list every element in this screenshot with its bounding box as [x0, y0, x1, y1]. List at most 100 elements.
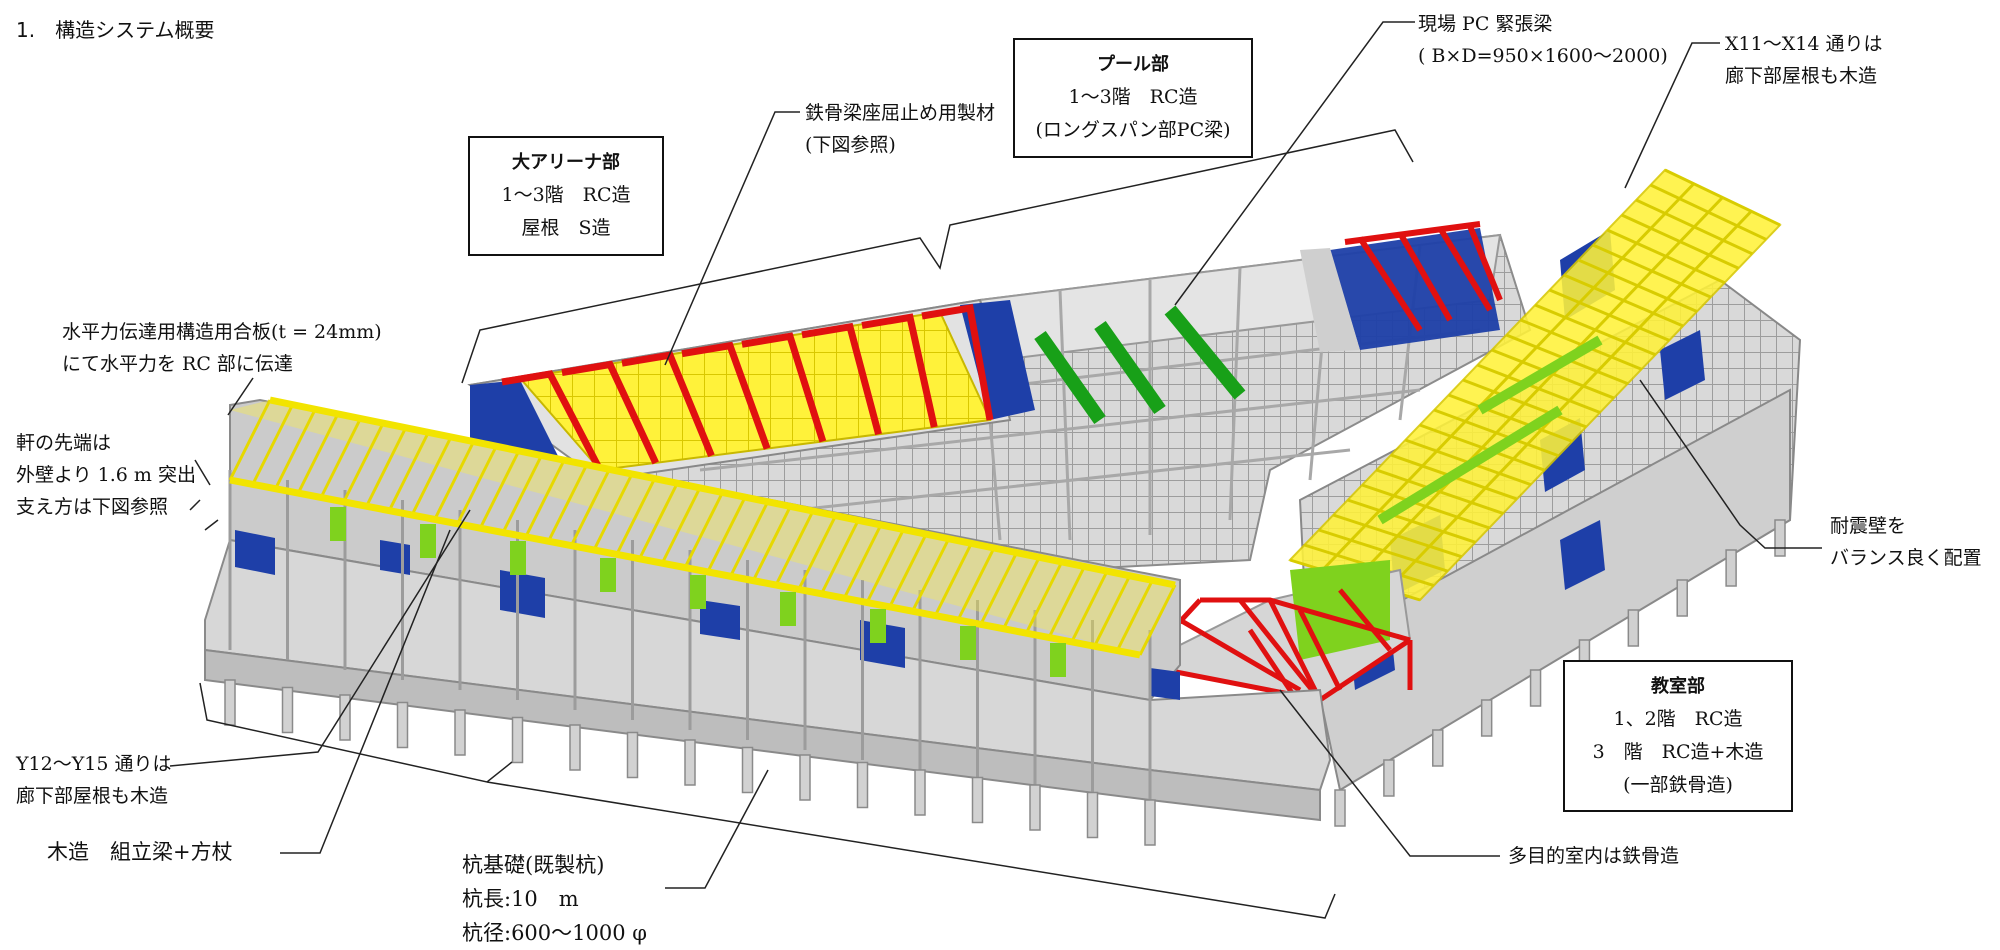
plywood-panel — [1050, 643, 1066, 677]
pile — [626, 731, 639, 779]
label-x-axis-wood-line1: X11〜X14 通りは — [1725, 33, 1883, 55]
label-shear-wall-line2: バランス良く配置 — [1830, 547, 1982, 569]
label-wood-beam: 木造 組立梁+方杖 — [47, 836, 233, 868]
front-wing-piles — [224, 679, 1156, 846]
box-classroom-line2: 3 階 RC造+木造 — [1592, 741, 1764, 763]
pc-beam — [1164, 305, 1246, 400]
label-pile-line3: 杭径:600〜1000 φ — [462, 921, 647, 945]
label-multipurpose: 多目的室内は鉄骨造 — [1508, 840, 1679, 872]
wood-rafter — [569, 468, 611, 547]
pile — [1432, 729, 1444, 767]
front-wing-plywood — [330, 507, 1066, 677]
plywood-panel — [600, 558, 616, 592]
box-classroom-line3: (一部鉄骨造) — [1623, 774, 1733, 796]
wood-rafter — [1138, 584, 1177, 656]
pool-right-block — [1300, 221, 1503, 352]
wood-rafter — [797, 514, 837, 591]
pc-beam — [1034, 330, 1106, 425]
pc-beam — [1094, 320, 1166, 415]
label-eaves: 軒の先端は 外壁より 1.6 m 突出 支え方は下図参照 — [16, 427, 196, 523]
label-pile-line1: 杭基礎(既製杭) — [462, 853, 605, 877]
leader-multipurpose — [1279, 689, 1500, 857]
label-wood-beam-line1: 木造 組立梁+方杖 — [47, 840, 233, 864]
wood-rafter — [410, 436, 453, 516]
pile — [1029, 784, 1041, 831]
wood-rafter — [365, 427, 408, 507]
wood-rafter — [751, 505, 792, 582]
leader-eaves — [194, 459, 219, 531]
wood-rafter — [296, 413, 340, 494]
wood-rafter — [274, 408, 317, 490]
label-shear-wall: 耐震壁を バランス良く配置 — [1830, 510, 1982, 574]
label-plywood-line2: にて水平力を RC 部に伝達 — [62, 353, 293, 375]
plywood-panel — [780, 592, 796, 626]
section-title: 1. 構造システム概要 — [16, 18, 215, 42]
label-steel-brace: 鉄骨梁座屈止め用製材 (下図参照) — [805, 97, 995, 161]
multipurpose-steel-frame — [1136, 560, 1413, 760]
pile — [1774, 519, 1786, 557]
wood-rafter — [933, 542, 973, 617]
plywood-panel — [690, 575, 706, 609]
box-classroom: 教室部 1、2階 RC造 3 階 RC造+木造 (一部鉄骨造) — [1563, 660, 1793, 812]
wood-rafter — [478, 450, 521, 529]
steel-truss — [741, 332, 827, 443]
wood-rafter — [1070, 570, 1109, 643]
steel-truss — [681, 341, 771, 450]
pile — [569, 724, 581, 771]
label-eaves-line1: 軒の先端は — [16, 432, 112, 454]
leader-plywood — [227, 377, 254, 416]
plywood-panel — [870, 609, 886, 643]
wood-rafter — [865, 528, 905, 604]
wood-purlin — [1353, 196, 1724, 582]
plywood-panel — [960, 626, 976, 660]
wood-rafter — [433, 440, 475, 521]
wood-rafter — [638, 482, 679, 560]
label-steel-brace-line2: (下図参照) — [805, 134, 896, 156]
wood-rafter — [342, 422, 385, 503]
wood-rafter — [1047, 565, 1086, 639]
label-pc-beam-line1: 現場 PC 緊張梁 — [1418, 13, 1553, 35]
label-pc-beam: 現場 PC 緊張梁 ( B×D=950×1600〜2000) — [1418, 8, 1668, 72]
wood-rafter — [251, 403, 294, 486]
pile — [281, 686, 294, 734]
label-y-axis-wood-line1: Y12〜Y15 通りは — [16, 753, 172, 775]
steel-truss — [501, 370, 604, 472]
wood-rafter — [1093, 575, 1132, 647]
wood-rafter — [706, 496, 747, 573]
pool-pc-beams — [1034, 305, 1246, 425]
wood-rafter — [888, 533, 928, 608]
pile — [971, 776, 984, 824]
label-plywood: 水平力伝達用構造用合板(t = 24mm) にて水平力を RC 部に伝達 — [62, 316, 382, 380]
bracket-arena — [461, 129, 1414, 384]
wood-rafter — [547, 464, 589, 542]
wood-rafter — [456, 445, 498, 525]
bracket-eaves-front — [189, 499, 201, 511]
wood-rafter — [842, 524, 883, 599]
wood-rafter — [592, 473, 634, 551]
wood-rafter — [911, 538, 951, 612]
wood-rafter — [501, 454, 543, 534]
steel-truss — [801, 322, 882, 436]
wood-rafter — [956, 547, 996, 621]
leader-y-axis-wood — [169, 509, 471, 767]
box-arena-line1: 1〜3階 RC造 — [501, 184, 631, 206]
pile — [856, 761, 869, 809]
plywood-panel — [330, 507, 346, 541]
label-y-axis-wood-line2: 廊下部屋根も木造 — [16, 785, 169, 807]
steel-truss — [561, 360, 659, 465]
box-pool-title: プール部 — [1097, 54, 1169, 75]
front-wing-wood-rafters — [228, 399, 1177, 656]
pile — [1627, 609, 1640, 647]
leader-x-axis-wood — [1624, 42, 1720, 189]
label-y-axis-wood: Y12〜Y15 通りは 廊下部屋根も木造 — [16, 748, 171, 812]
bracket-front — [199, 682, 1336, 919]
front-classroom-wing — [204, 396, 1332, 846]
pile — [1383, 759, 1395, 797]
box-pool: プール部 1〜3階 RC造 (ロングスパン部PC梁) — [1013, 38, 1253, 158]
pile — [1086, 791, 1099, 839]
label-pc-beam-line2: ( B×D=950×1600〜2000) — [1418, 45, 1668, 67]
pile — [396, 701, 409, 749]
pile — [1334, 789, 1346, 827]
